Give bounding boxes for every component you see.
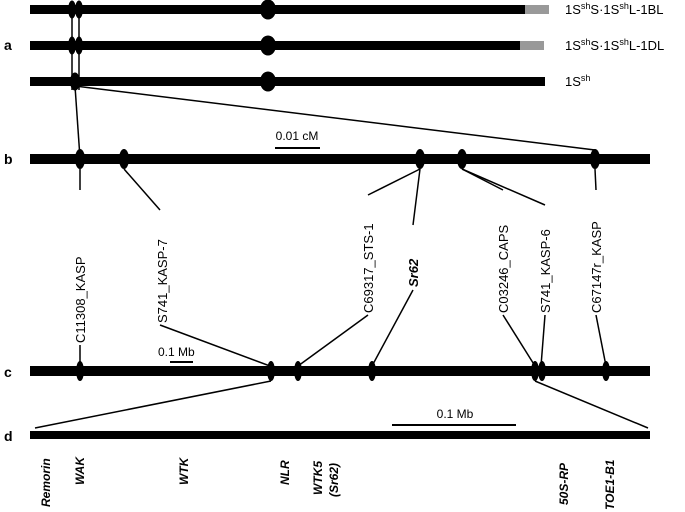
panel-label-a: a xyxy=(4,37,12,53)
chromosome-1DL-grey-segment xyxy=(520,41,544,50)
marker-c-S741-6 xyxy=(538,361,546,381)
chromosome-1BL-grey-segment xyxy=(525,5,549,14)
scale-label-Mb-d: 0.1 Mb xyxy=(437,407,474,421)
marker-c-C69317 xyxy=(294,361,302,381)
locus-mark-1a xyxy=(68,0,76,19)
marker-b-C11308 xyxy=(75,149,85,169)
marker-c-C67147r xyxy=(602,361,610,381)
scale-label-Mb-c: 0.1 Mb xyxy=(158,345,195,359)
gene-map-bar-d xyxy=(30,431,650,439)
centromere-3 xyxy=(260,71,276,92)
marker-label-C69317_STS-1: C69317_STS-1 xyxy=(361,223,376,313)
marker-connectors xyxy=(79,168,607,367)
marker-label-C67147r_KASP: C67147r_KASP xyxy=(589,221,604,313)
centromere-2 xyxy=(260,35,276,56)
gene-label-TOE1-B1: TOE1-B1 xyxy=(603,459,617,510)
chromosome-label-1BL: 1SshS·1SshL-1BL xyxy=(565,1,664,17)
gene-label-50S-RP: 50S-RP xyxy=(557,462,571,505)
gene-label-WTK: WTK xyxy=(177,456,191,485)
genetic-map-bar-b xyxy=(30,154,650,164)
chromosome-1Ssh-bar xyxy=(30,77,545,86)
panel-label-b: b xyxy=(4,151,13,167)
chromosome-label-1DL: 1SshS·1SshL-1DL xyxy=(565,37,664,53)
marker-c-S741-7 xyxy=(267,361,275,381)
marker-label-C11308_KASP: C11308_KASP xyxy=(73,257,88,344)
gene-label-NLR: NLR xyxy=(278,460,292,485)
panel-label-c: c xyxy=(4,364,12,380)
expansion-lines-c-d xyxy=(34,380,649,429)
marker-label-C03246_CAPS: C03246_CAPS xyxy=(496,225,511,313)
locus-mark-1b xyxy=(75,0,83,19)
marker-b-C67147r xyxy=(590,149,600,169)
marker-c-Sr62 xyxy=(368,361,376,381)
gene-label-WTK5: WTK5 xyxy=(311,461,325,495)
marker-b-S741-7 xyxy=(119,149,129,169)
scale-label-cM: 0.01 cM xyxy=(276,129,319,143)
chromosome-label-1Ssh: 1Ssh xyxy=(565,73,590,89)
chromosome-1BL-bar xyxy=(30,5,525,14)
gene-label-WAK: WAK xyxy=(73,456,87,485)
panel-label-d: d xyxy=(4,428,13,444)
locus-mark-2b xyxy=(75,36,83,55)
centromere-1 xyxy=(260,0,276,20)
marker-label-S741_KASP-6: S741_KASP-6 xyxy=(538,229,553,313)
marker-c-C03246 xyxy=(531,361,539,381)
physical-map-bar-c xyxy=(30,366,650,376)
marker-c-C11308 xyxy=(76,361,84,381)
gene-label-Sr62-paren: (Sr62) xyxy=(327,463,341,497)
marker-b-C69317-Sr62 xyxy=(415,149,425,169)
gene-label-Remorin: Remorin xyxy=(39,458,53,507)
expansion-lines-a-b xyxy=(74,85,596,159)
marker-label-Sr62: Sr62 xyxy=(406,258,421,287)
marker-label-S741_KASP-7: S741_KASP-7 xyxy=(155,239,170,323)
marker-b-C03246-S741-6 xyxy=(457,149,467,169)
locus-mark-2a xyxy=(68,36,76,55)
